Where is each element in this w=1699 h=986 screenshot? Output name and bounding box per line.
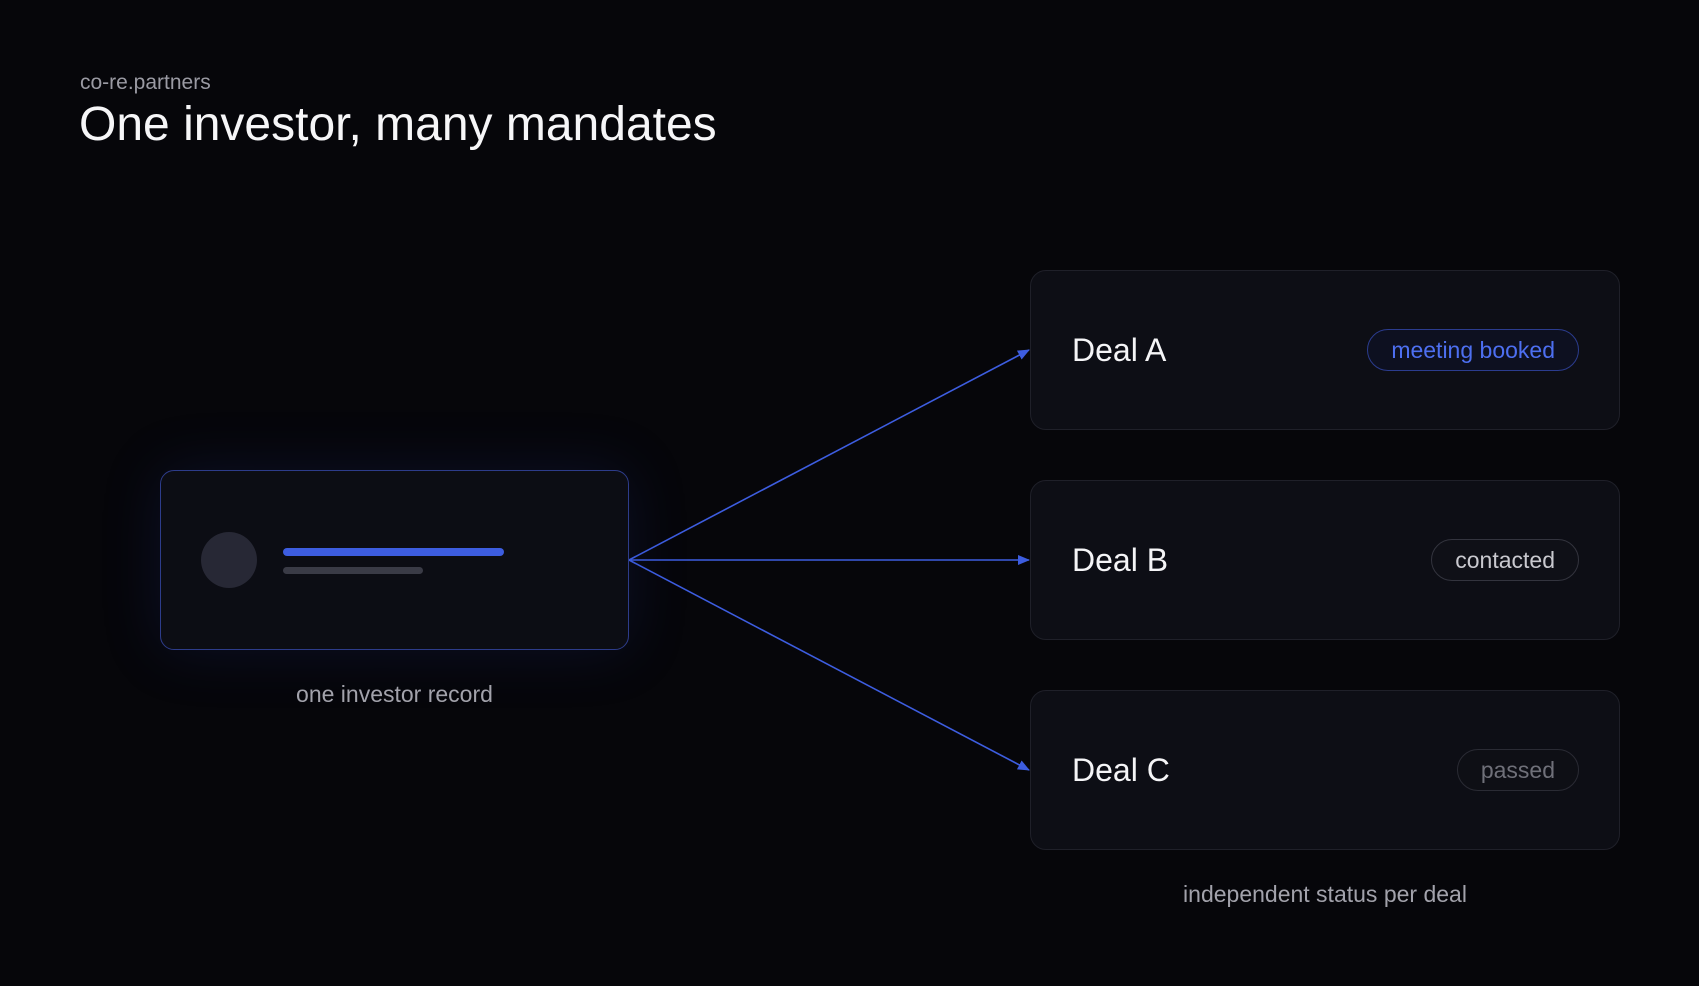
page-title: One investor, many mandates	[79, 98, 717, 151]
deal-name: Deal A	[1072, 332, 1167, 368]
deal-name: Deal C	[1072, 752, 1170, 788]
arrow-to-deal-c	[628, 559, 1030, 771]
deal-card-b[interactable]: Deal B contacted	[1030, 480, 1620, 640]
deal-card-c[interactable]: Deal C passed	[1030, 690, 1620, 850]
brand-label: co-re.partners	[80, 71, 211, 94]
deal-card-a[interactable]: Deal A meeting booked	[1030, 270, 1620, 430]
status-badge: contacted	[1431, 539, 1579, 581]
status-badge: meeting booked	[1367, 329, 1579, 371]
status-badge: passed	[1456, 749, 1579, 791]
deal-name: Deal B	[1072, 542, 1169, 578]
avatar	[201, 532, 257, 588]
investor-detail-placeholder-bar	[283, 567, 423, 574]
investor-record-card[interactable]	[160, 470, 629, 650]
arrow-to-deal-a	[628, 349, 1030, 561]
investor-record-caption: one investor record	[296, 681, 493, 707]
investor-name-placeholder-bar	[283, 548, 504, 556]
deals-caption: independent status per deal	[1183, 881, 1467, 907]
